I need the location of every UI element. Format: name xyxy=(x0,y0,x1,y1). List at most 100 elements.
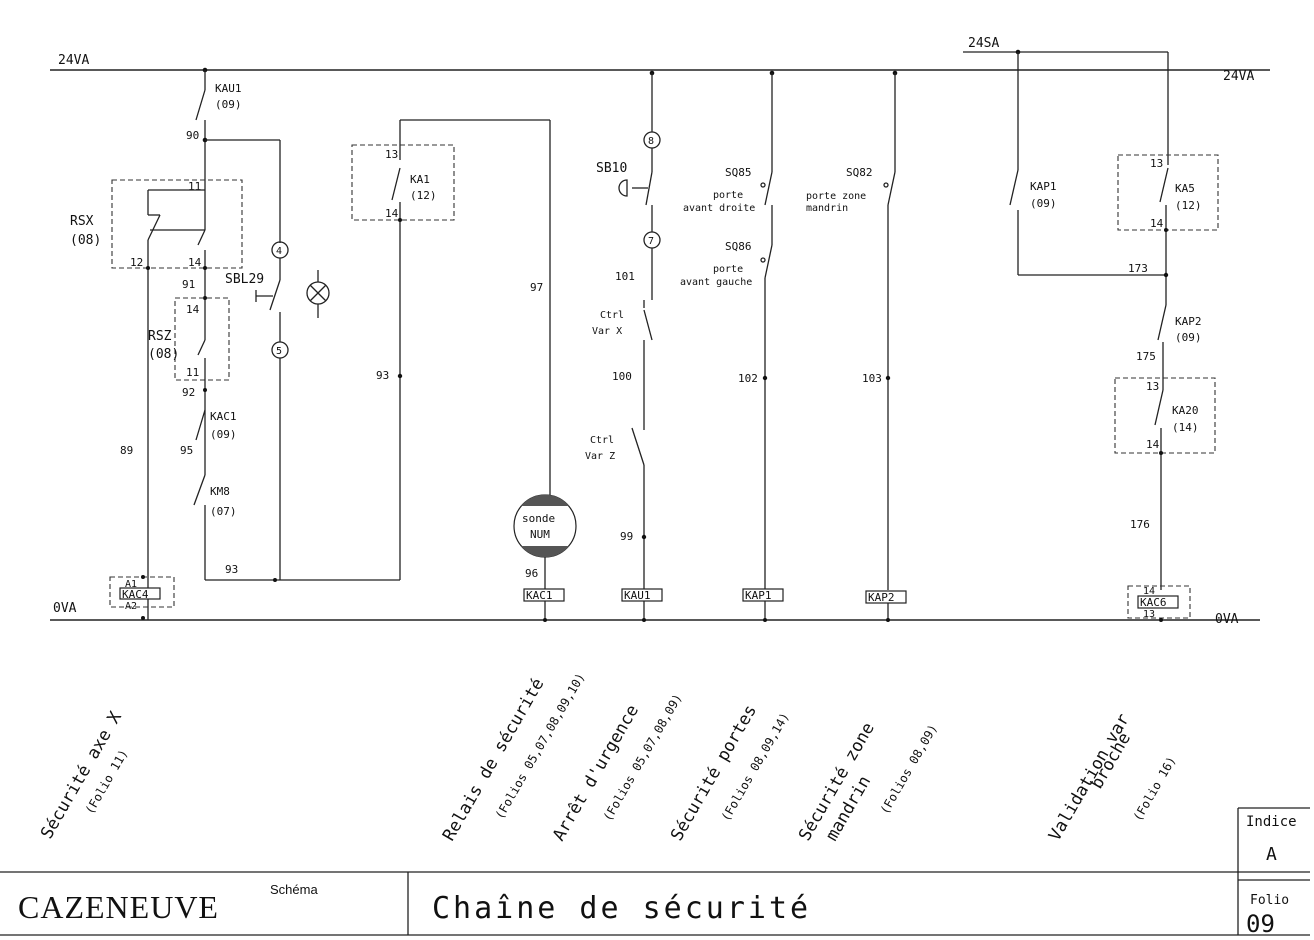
folio-label: Folio xyxy=(1250,893,1289,908)
svg-text:KAC1: KAC1 xyxy=(210,410,237,423)
indice-value: A xyxy=(1266,844,1277,865)
svg-text:A1: A1 xyxy=(125,579,137,590)
svg-text:95: 95 xyxy=(180,444,193,457)
svg-text:KM8: KM8 xyxy=(210,485,230,498)
svg-text:14: 14 xyxy=(1146,438,1160,451)
ctrl-var-x-contact xyxy=(643,309,653,341)
svg-text:103: 103 xyxy=(862,372,882,385)
circuit-relais-securite: 97 sonde NUM 96 KAC1 xyxy=(513,120,577,622)
svg-text:porte: porte xyxy=(713,264,743,275)
svg-text:(Folios 08,09): (Folios 08,09) xyxy=(877,722,940,817)
ka1-contact xyxy=(391,167,401,201)
circuit-arret-urgence: 8 SB10 7 101 Ctrl Var X 100 Ctrl Var Z 9… xyxy=(585,70,663,622)
coil-kac4: KAC4 xyxy=(122,588,149,601)
svg-text:14: 14 xyxy=(385,207,399,220)
rail-0va-left: 0VA xyxy=(53,601,77,616)
circuit-zone-mandrin: SQ82 porte zone mandrin 103 KAP2 xyxy=(806,70,907,622)
svg-text:99: 99 xyxy=(620,530,633,543)
svg-text:A2: A2 xyxy=(125,601,137,612)
rail-24sa: 24SA xyxy=(968,36,999,51)
svg-text:KA1: KA1 xyxy=(410,173,430,186)
rail-24va-right: 24VA xyxy=(1223,69,1254,84)
indice-label: Indice xyxy=(1246,814,1297,830)
circuit-ka1: 13 KA1 (12) 14 93 xyxy=(351,119,550,580)
coil-kap1: KAP1 xyxy=(745,589,772,602)
svg-text:NUM: NUM xyxy=(530,528,550,541)
svg-text:102: 102 xyxy=(738,372,758,385)
sb10-emergency-button xyxy=(645,171,653,206)
svg-text:90: 90 xyxy=(186,129,199,142)
svg-text:porte zone: porte zone xyxy=(806,191,866,202)
svg-text:12: 12 xyxy=(130,256,143,269)
ka20-contact xyxy=(1154,389,1164,426)
svg-text:92: 92 xyxy=(182,386,195,399)
power-rails: 24VA 24VA 24SA 0VA 0VA xyxy=(50,36,1270,627)
rail-24va-left: 24VA xyxy=(58,53,89,68)
kap1-contact xyxy=(1009,169,1019,206)
schema-label: Schéma xyxy=(270,882,318,897)
svg-text:SBL29: SBL29 xyxy=(225,272,264,287)
svg-text:101: 101 xyxy=(615,270,635,283)
svg-text:RSZ: RSZ xyxy=(148,329,172,344)
svg-text:13: 13 xyxy=(1150,157,1163,170)
svg-text:Var Z: Var Z xyxy=(585,451,615,462)
svg-text:KA20: KA20 xyxy=(1172,404,1199,417)
svg-text:100: 100 xyxy=(612,370,632,383)
svg-text:93: 93 xyxy=(225,563,238,576)
ctrl-var-z-contact xyxy=(631,427,645,466)
svg-text:KA5: KA5 xyxy=(1175,182,1195,195)
svg-text:avant droite: avant droite xyxy=(683,203,755,214)
svg-text:173: 173 xyxy=(1128,262,1148,275)
svg-text:13: 13 xyxy=(385,148,398,161)
circuit-securite-portes: SQ85 porte avant droite SQ86 porte avant… xyxy=(680,70,784,622)
svg-text:11: 11 xyxy=(188,180,201,193)
svg-text:SQ82: SQ82 xyxy=(846,166,873,179)
svg-text:13: 13 xyxy=(1143,609,1155,620)
svg-text:14: 14 xyxy=(1143,586,1155,597)
km8-contact xyxy=(193,474,206,506)
svg-text:(14): (14) xyxy=(1172,421,1199,434)
svg-text:11: 11 xyxy=(186,366,199,379)
coil-kau1: KAU1 xyxy=(624,589,651,602)
svg-text:175: 175 xyxy=(1136,350,1156,363)
svg-text:RSX: RSX xyxy=(70,214,94,229)
title-block: CAZENEUVE Schéma Chaîne de sécurité Indi… xyxy=(0,807,1310,938)
coil-kap2: KAP2 xyxy=(868,591,895,604)
svg-text:5: 5 xyxy=(276,346,282,357)
svg-text:91: 91 xyxy=(182,278,195,291)
svg-text:14: 14 xyxy=(186,303,200,316)
company-name: CAZENEUVE xyxy=(18,889,219,925)
sq82-door-switch xyxy=(887,171,896,206)
folio-value: 09 xyxy=(1246,910,1275,938)
sbl29-pushbutton xyxy=(269,279,281,311)
svg-text:KAU1: KAU1 xyxy=(215,82,242,95)
svg-text:93: 93 xyxy=(376,369,389,382)
kap2-contact xyxy=(1157,304,1167,341)
svg-text:(09): (09) xyxy=(215,98,242,111)
svg-text:14: 14 xyxy=(188,256,202,269)
svg-text:176: 176 xyxy=(1130,518,1150,531)
svg-text:SQ85: SQ85 xyxy=(725,166,752,179)
svg-text:(08): (08) xyxy=(148,347,179,362)
svg-text:Var X: Var X xyxy=(592,326,622,337)
svg-text:SQ86: SQ86 xyxy=(725,240,752,253)
svg-text:(09): (09) xyxy=(1175,331,1202,344)
svg-text:8: 8 xyxy=(648,136,654,147)
kac1-contact xyxy=(195,409,206,441)
svg-text:13: 13 xyxy=(1146,380,1159,393)
svg-text:(Folio 16): (Folio 16) xyxy=(1130,754,1178,824)
svg-text:SB10: SB10 xyxy=(596,161,627,176)
svg-text:97: 97 xyxy=(530,281,543,294)
kau1-contact xyxy=(195,89,206,121)
svg-text:89: 89 xyxy=(120,444,133,457)
svg-text:porte: porte xyxy=(713,190,743,201)
svg-text:(12): (12) xyxy=(1175,199,1202,212)
function-labels: Sécurité axe X (Folio 11) Relais de sécu… xyxy=(37,671,1179,845)
svg-text:(12): (12) xyxy=(410,189,437,202)
svg-text:Ctrl: Ctrl xyxy=(600,310,624,321)
svg-text:mandrin: mandrin xyxy=(806,203,848,214)
svg-text:KAP1: KAP1 xyxy=(1030,180,1057,193)
circuit-securite-axe-x: KAU1 (09) 90 11 RSX (08) 12 14 91 14 RSZ… xyxy=(70,67,400,620)
drawing-title: Chaîne de sécurité xyxy=(432,891,811,926)
